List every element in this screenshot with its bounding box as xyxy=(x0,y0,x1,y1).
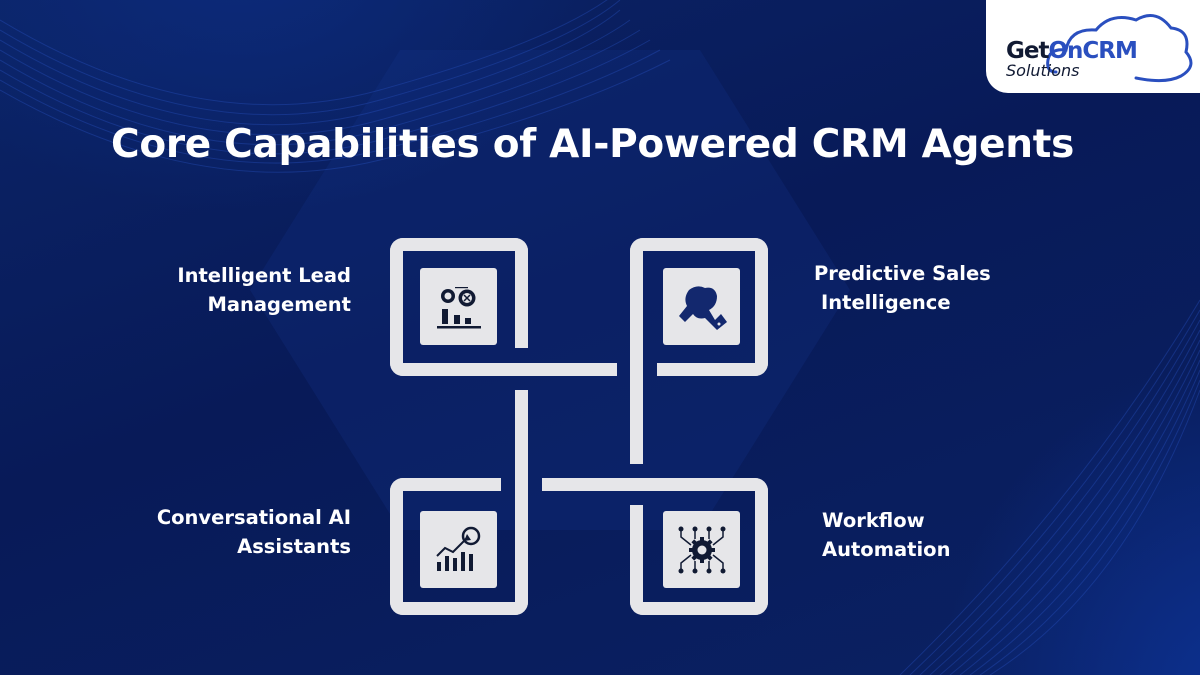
frame-bl-top xyxy=(390,478,501,491)
page-title: Core Capabilities of AI-Powered CRM Agen… xyxy=(111,122,1074,167)
label-line-1: Intelligent Lead xyxy=(177,264,351,287)
label-line-2: Intelligence xyxy=(821,291,951,314)
frame-br-bottom xyxy=(630,602,768,615)
frame-tr-right xyxy=(755,238,768,376)
label-predictive-sales-intelligence: Predictive Sales Intelligence xyxy=(814,259,991,317)
label-line-1: Predictive Sales xyxy=(814,262,991,285)
logo-subtitle: Solutions xyxy=(1006,61,1080,80)
logo-get-text: Get xyxy=(1006,38,1049,64)
circuit-gear-icon xyxy=(678,526,725,573)
frame-tr-top xyxy=(630,238,768,251)
logo-wordmark: GetOnCRM xyxy=(1006,38,1138,64)
tile-predictive-sales-intelligence xyxy=(663,268,740,345)
cloud-logo-icon xyxy=(1046,14,1193,83)
tile-workflow-automation xyxy=(663,511,740,588)
connector-vertical xyxy=(515,390,528,615)
label-line-1: Workflow xyxy=(822,509,925,532)
logo-on-text: On xyxy=(1048,38,1083,64)
growth-chart-target-icon xyxy=(435,526,480,571)
frame-br-top xyxy=(542,478,768,491)
tile-conversational-ai-assistants xyxy=(420,511,497,588)
label-line-2: Management xyxy=(207,293,351,316)
label-line-2: Automation xyxy=(822,538,951,561)
label-line-2: Assistants xyxy=(237,535,351,558)
gears-bar-chart-icon xyxy=(436,286,481,328)
frame-tr-bottom xyxy=(657,363,768,376)
label-intelligent-lead-management: Intelligent Lead Management xyxy=(177,261,351,319)
frame-bl-left xyxy=(390,478,403,615)
background-hexagon xyxy=(250,50,850,530)
company-logo: GetOnCRM Solutions xyxy=(986,0,1200,93)
frame-tl-top xyxy=(390,238,528,251)
frame-tl-bottom xyxy=(390,363,617,376)
handshake-icon xyxy=(678,285,727,330)
label-conversational-ai-assistants: Conversational AI Assistants xyxy=(157,503,351,561)
tile-intelligent-lead-management xyxy=(420,268,497,345)
frame-tl-right xyxy=(515,238,528,348)
frame-tr-left xyxy=(630,238,643,464)
frame-br-right xyxy=(755,478,768,615)
frame-bl-bottom xyxy=(390,602,528,615)
label-workflow-automation: Workflow Automation xyxy=(822,506,950,564)
frame-br-left xyxy=(630,505,643,615)
label-line-1: Conversational AI xyxy=(156,506,351,529)
logo-crm-text: CRM xyxy=(1082,38,1137,64)
frame-tl-left xyxy=(390,238,403,376)
